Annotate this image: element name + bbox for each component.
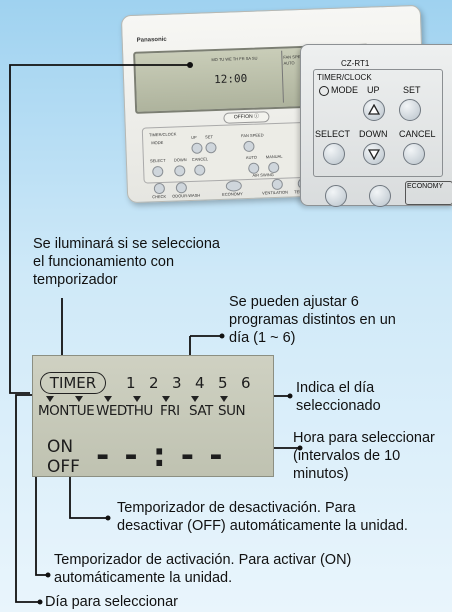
day-select-text: Día para seleccionar <box>45 594 178 610</box>
triangle-up-icon <box>368 104 380 115</box>
model-label: CZ-RT1 <box>341 59 370 68</box>
timer-indicator: TIMER <box>40 372 106 394</box>
day-tue: TUE <box>69 403 95 419</box>
callout-line-remote <box>9 64 190 394</box>
on-timer-text-line-1: Temporizador de activación. Para activar… <box>54 552 352 568</box>
time-display: - - : - - <box>96 436 225 474</box>
program-number-4: 4 <box>195 374 205 392</box>
day-indicator-text-line-1: Indica el día <box>296 380 375 396</box>
down-button[interactable] <box>363 143 385 165</box>
day-marker-triangle-icon <box>191 396 199 402</box>
day-indicator-text-line-2: seleccionado <box>296 398 381 414</box>
day-marker-triangle-icon <box>133 396 141 402</box>
lcd-detail <box>32 355 274 477</box>
program-number-3: 3 <box>172 374 182 392</box>
economy-frame <box>405 181 452 205</box>
off-timer-text-line-2: desactivar (OFF) automáticamente la unid… <box>117 518 408 534</box>
day-marker-triangle-icon <box>220 396 228 402</box>
down-label: DOWN <box>359 129 388 139</box>
timer-clock-label: TIMER/CLOCK <box>317 73 372 82</box>
program-number-1: 1 <box>126 374 136 392</box>
cancel-label: CANCEL <box>399 129 436 139</box>
set-label: SET <box>403 85 421 95</box>
callout-line-off-timer <box>69 468 108 519</box>
off-indicator: OFF <box>47 457 80 477</box>
illuminate-text-line-2: el funcionamiento con <box>33 254 175 270</box>
select-label: SELECT <box>315 129 351 139</box>
on-timer-text-line-2: automáticamente la unidad. <box>54 570 233 586</box>
up-label: UP <box>367 85 380 95</box>
day-marker-triangle-icon <box>46 396 54 402</box>
hour-text-line-3: minutos) <box>293 466 349 482</box>
up-button[interactable] <box>363 99 385 121</box>
programs-text-line-2: programas distintos en un <box>229 312 396 328</box>
program-number-5: 5 <box>218 374 228 392</box>
bottom-button-2[interactable] <box>369 185 391 207</box>
callout-line-day-select <box>15 394 40 603</box>
mode-dot-icon <box>319 86 329 96</box>
zoomed-button-panel: CZ-RT1 TIMER/CLOCK MODE UP SET SELECT DO… <box>300 44 452 207</box>
select-button[interactable] <box>323 143 345 165</box>
hour-text-line-1: Hora para seleccionar <box>293 430 435 446</box>
day-marker-triangle-icon <box>162 396 170 402</box>
day-mon: MON <box>38 403 69 419</box>
cancel-button[interactable] <box>403 143 425 165</box>
hour-text-line-2: (intervalos de 10 <box>293 448 401 464</box>
programs-text-line-1: Se pueden ajustar 6 <box>229 294 359 310</box>
off-timer-text-line-1: Temporizador de desactivación. Para <box>117 500 356 516</box>
program-number-2: 2 <box>149 374 159 392</box>
day-fri: FRI <box>160 403 180 419</box>
illuminate-text-line-1: Se iluminará si se selecciona <box>33 236 220 252</box>
economy-label: ECONOMY <box>407 183 444 190</box>
zoom-frame <box>313 69 443 177</box>
set-button[interactable] <box>399 99 421 121</box>
on-indicator: ON <box>47 437 74 457</box>
bottom-button-1[interactable] <box>325 185 347 207</box>
illuminate-text-line-3: temporizador <box>33 272 118 288</box>
mode-label: MODE <box>331 85 358 95</box>
day-marker-triangle-icon <box>75 396 83 402</box>
day-sun: SUN <box>218 403 246 419</box>
day-thu: THU <box>126 403 153 419</box>
day-wed: WED <box>96 403 127 419</box>
triangle-down-icon <box>368 149 380 160</box>
program-number-6: 6 <box>241 374 251 392</box>
day-marker-triangle-icon <box>104 396 112 402</box>
programs-text-line-3: día (1 ~ 6) <box>229 330 296 346</box>
day-sat: SAT <box>189 403 213 419</box>
